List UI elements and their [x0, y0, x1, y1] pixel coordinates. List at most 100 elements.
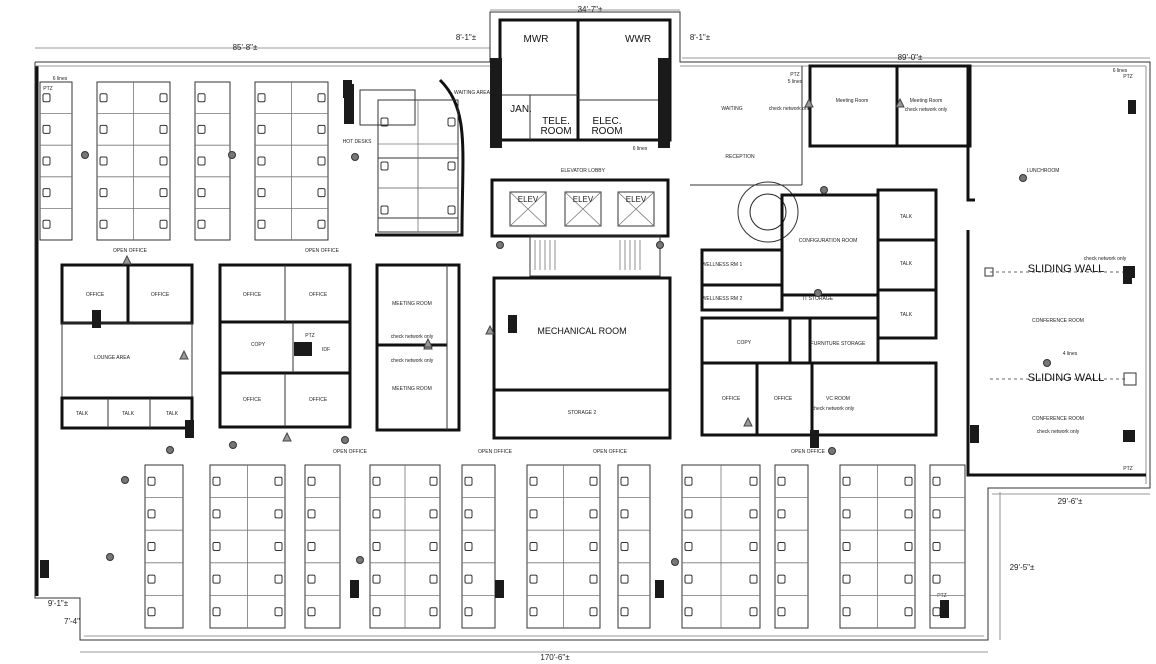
label-meeting-room-r2: Meeting Room: [910, 98, 943, 104]
chair-icon: [372, 509, 381, 519]
chair-icon: [749, 574, 758, 584]
chair-icon: [99, 219, 108, 229]
label-lines-6b: 6 lines: [633, 146, 648, 152]
chair-icon: [212, 476, 221, 486]
workstation-cluster: [377, 99, 459, 233]
chair-icon: [159, 219, 168, 229]
workstations: [39, 81, 966, 629]
chair-icon: [317, 219, 326, 229]
label-elev-2: ELEV: [573, 195, 594, 204]
chair-icon: [932, 542, 941, 551]
chair-icon: [620, 542, 629, 551]
label-lines-6c: 6 lines: [1113, 68, 1128, 74]
chair-icon: [589, 509, 598, 519]
chair-icon: [904, 574, 913, 584]
label-sliding-wall-2: SLIDING WALL: [1028, 372, 1105, 384]
workstation-cluster: [839, 464, 916, 629]
label-configuration-room: CONFIGURATION ROOM: [799, 238, 858, 244]
chair-icon: [317, 124, 326, 134]
label-tele-room: TELE.ROOM: [540, 116, 571, 137]
network-jack-icon: [351, 153, 359, 161]
workstation-cluster: [304, 464, 341, 629]
chair-icon: [372, 607, 381, 617]
workstation-cluster: [39, 81, 73, 241]
chair-icon: [317, 156, 326, 166]
label-talk-2: TALK: [122, 411, 135, 417]
chair-icon: [372, 476, 381, 486]
network-jack-icon: [166, 446, 174, 454]
column: [940, 600, 949, 618]
workstation-cluster: [96, 81, 171, 241]
building-core: [490, 18, 672, 440]
chair-icon: [197, 124, 206, 134]
chair-icon: [147, 607, 156, 617]
label-check-network-3: check network only: [769, 106, 812, 112]
column: [810, 430, 819, 448]
chair-icon: [159, 188, 168, 198]
chair-icon: [307, 607, 316, 617]
access-point-icon: [423, 337, 433, 348]
chair-icon: [307, 509, 316, 519]
desk-block: [461, 464, 496, 629]
label-ptz-4: PTZ: [1123, 466, 1132, 472]
chair-icon: [99, 188, 108, 198]
chair-icon: [529, 509, 538, 519]
chair-icon: [274, 509, 283, 519]
chair-icon: [589, 542, 598, 551]
dim-left-step: 9'-1"±: [48, 599, 69, 608]
chair-icon: [684, 574, 693, 584]
network-jack-icon: [228, 151, 236, 159]
access-point-icon: [485, 324, 495, 335]
chair-icon: [307, 476, 316, 486]
chair-icon: [447, 205, 456, 215]
chair-icon: [777, 476, 786, 486]
chair-icon: [529, 542, 538, 551]
exterior-walls: [34, 11, 1151, 641]
chair-icon: [749, 476, 758, 486]
label-check-network-2: check network only: [391, 358, 434, 364]
label-wwr: WWR: [625, 34, 651, 45]
chair-icon: [197, 156, 206, 166]
network-devices: [40, 80, 1132, 618]
access-point-icon: [743, 416, 753, 427]
chair-icon: [147, 476, 156, 486]
network-jack-icon: [121, 476, 129, 484]
network-jack-icon: [671, 558, 679, 566]
chair-icon: [429, 542, 438, 551]
label-lines-4: 4 lines: [1063, 351, 1078, 357]
chair-icon: [447, 117, 456, 127]
dimension-lines: [35, 9, 1150, 653]
label-open-office-5: OPEN OFFICE: [593, 449, 628, 455]
label-furniture-storage: FURNITURE STORAGE: [811, 341, 866, 347]
access-point-icon: [179, 349, 189, 360]
chair-icon: [99, 93, 108, 103]
column: [343, 80, 352, 98]
chair-icon: [147, 542, 156, 551]
label-ptz-5: PTZ: [305, 333, 314, 339]
chair-icon: [589, 476, 598, 486]
label-elev-3: ELEV: [626, 195, 647, 204]
column: [40, 560, 49, 578]
chair-icon: [684, 542, 693, 551]
chair-icon: [529, 476, 538, 486]
column: [1123, 266, 1132, 284]
access-point-icon: [122, 254, 132, 265]
network-jack-icon: [1019, 174, 1027, 182]
chair-icon: [589, 607, 598, 617]
chair-icon: [777, 574, 786, 584]
dim-right-top: 89'-0"±: [898, 53, 923, 62]
label-open-office-4: OPEN OFFICE: [478, 449, 513, 455]
desk-block: [774, 464, 809, 629]
chair-icon: [464, 574, 473, 584]
dim-core-left: 8'-1"±: [456, 33, 477, 42]
desk-block: [304, 464, 341, 629]
chair-icon: [464, 542, 473, 551]
chair-icon: [777, 542, 786, 551]
workstation-cluster: [209, 464, 286, 629]
chair-icon: [464, 476, 473, 486]
chair-icon: [429, 509, 438, 519]
label-copy-left: COPY: [251, 342, 266, 348]
dim-right-step: 29'-6"±: [1058, 497, 1083, 506]
label-elevator-lobby: ELEVATOR LOBBY: [561, 168, 606, 174]
chair-icon: [274, 574, 283, 584]
